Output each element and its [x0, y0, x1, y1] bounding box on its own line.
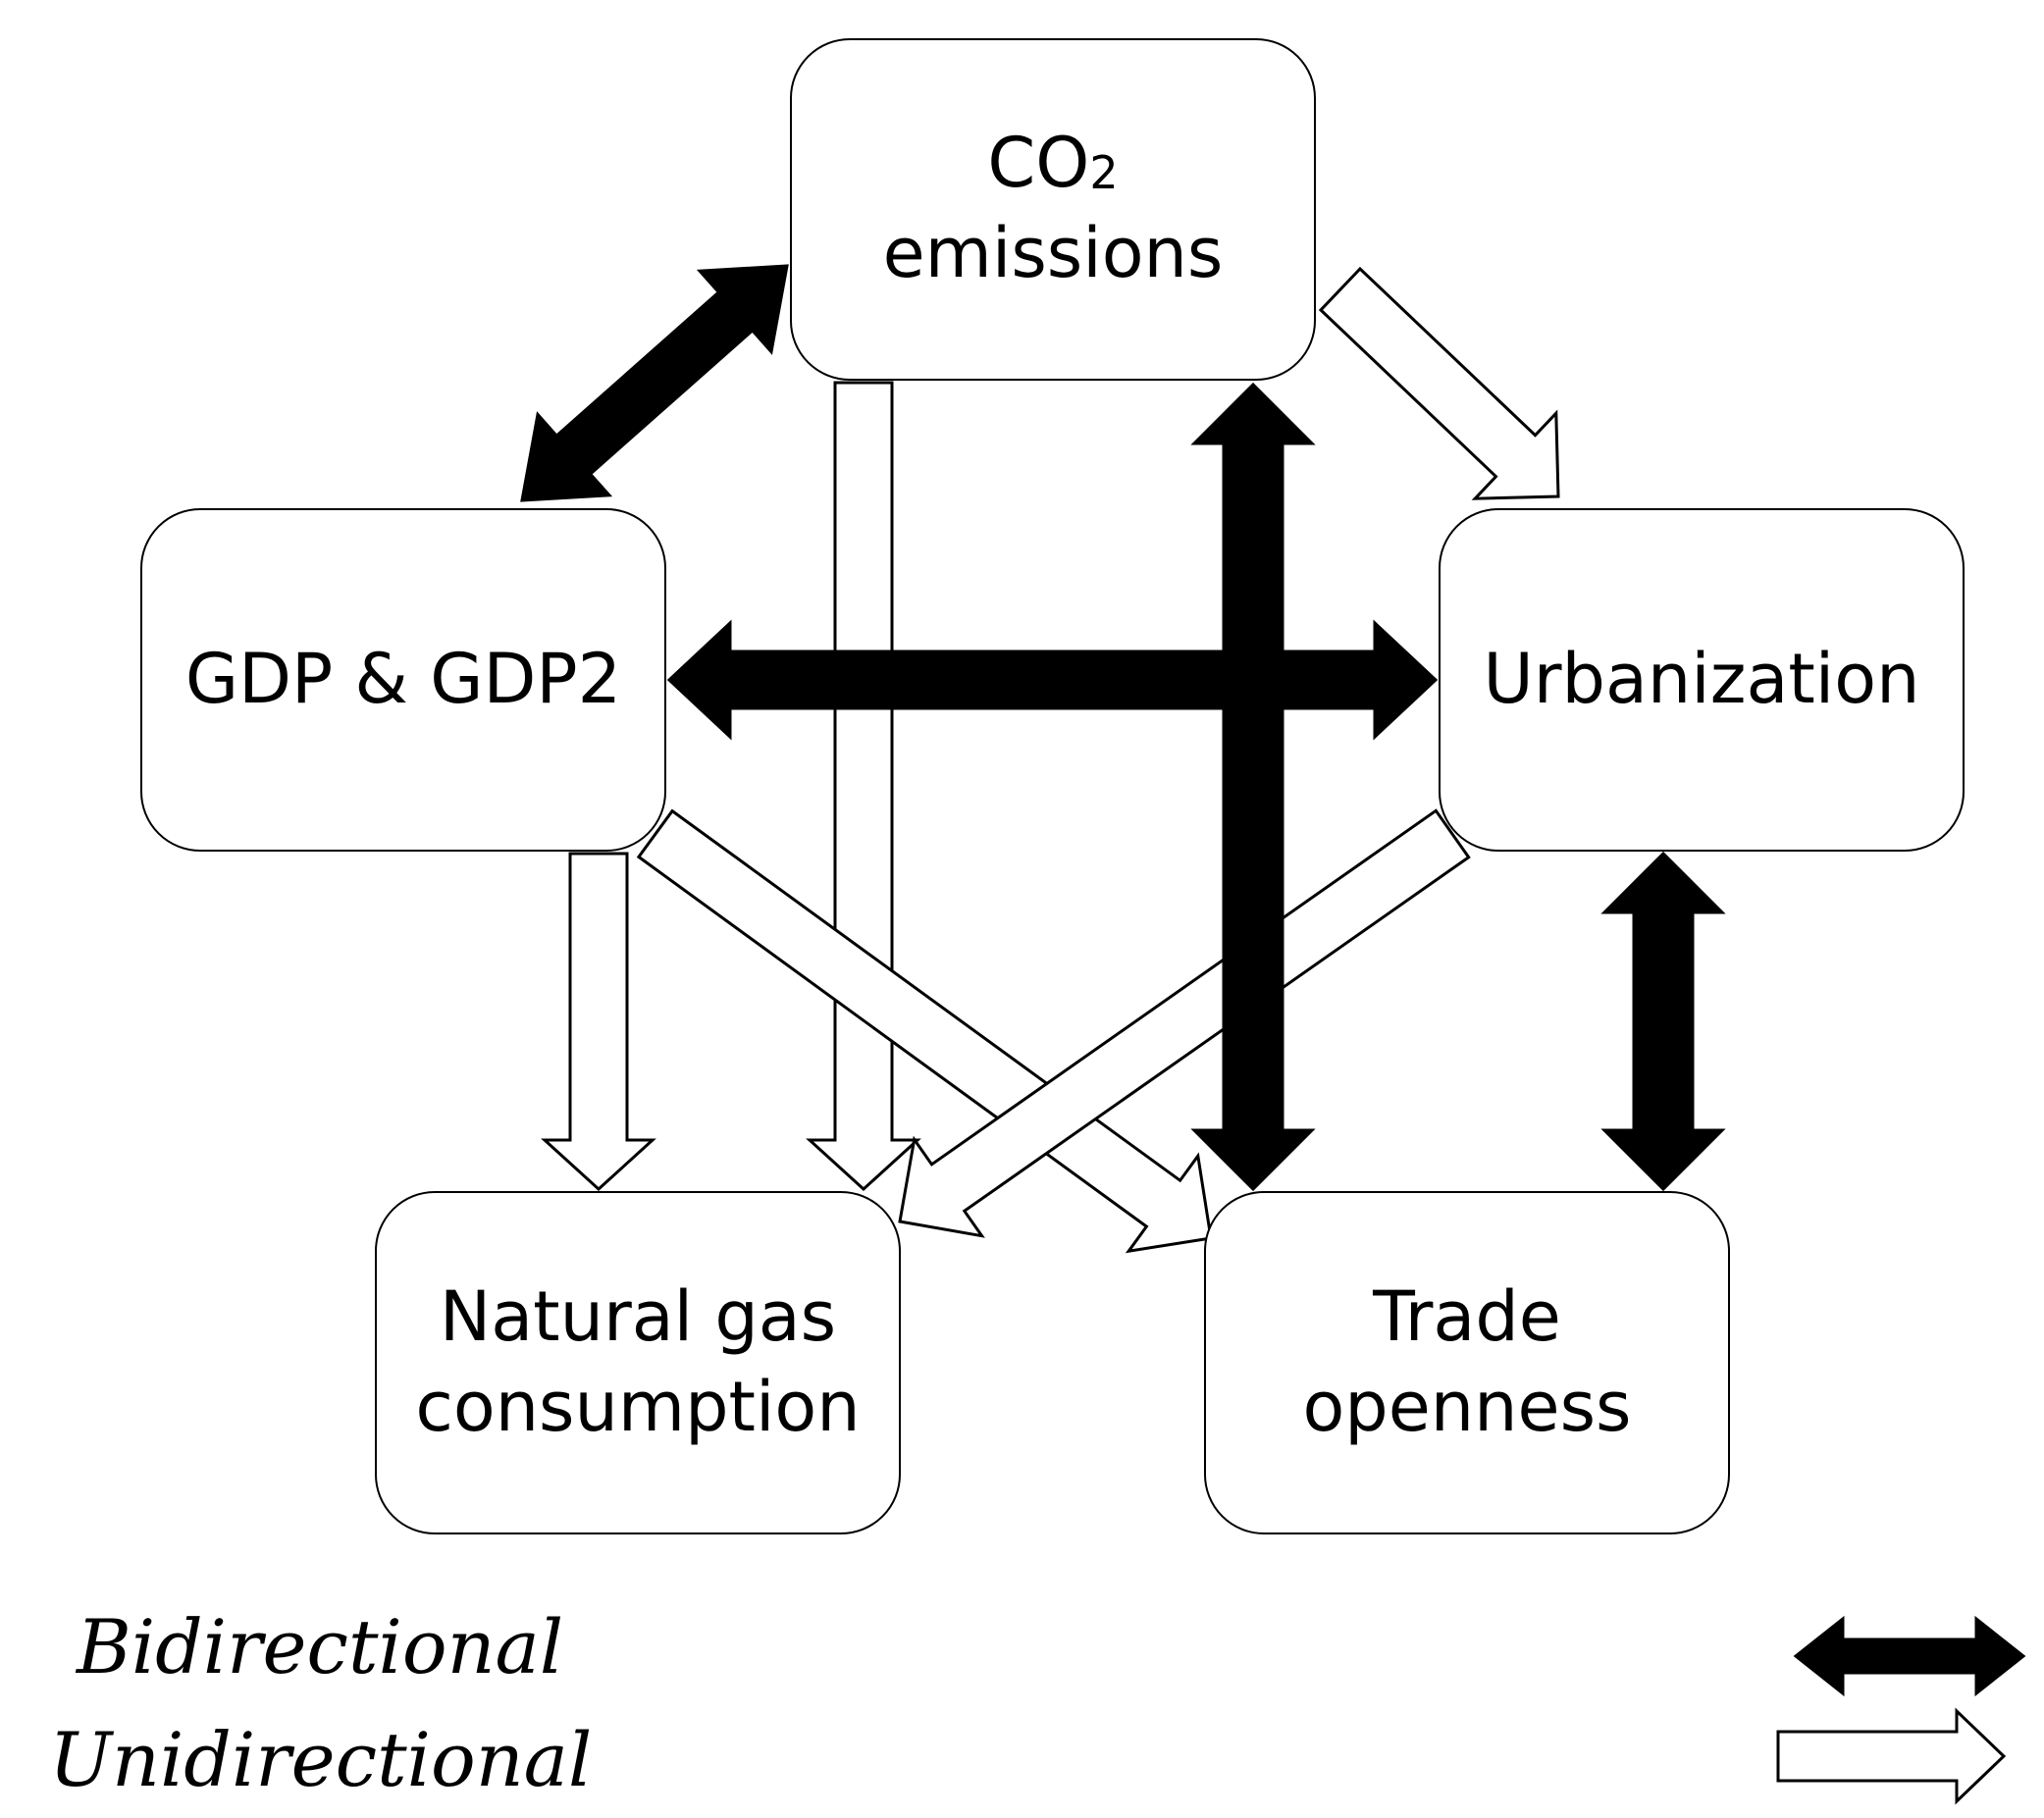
arrow-gdp-co2 [520, 264, 789, 502]
arrow-co2-to-natural-gas [806, 381, 921, 1192]
urbanization-label: Urbanization [1484, 639, 1920, 719]
arrow-urbanization-trade [1600, 851, 1726, 1192]
trade-label-line2: openness [1302, 1367, 1631, 1447]
legend-arrows [1776, 1615, 2026, 1805]
arrow-co2-to-urbanization [1318, 266, 1560, 500]
legend-unidirectional-arrow [1776, 1707, 2007, 1805]
arrow-co2-trade [1190, 382, 1316, 1192]
legend-bidirectional-arrow [1793, 1615, 2026, 1697]
arrow-urbanization-to-natural-gas [898, 808, 1471, 1238]
gdp-label: GDP & GDP2 [185, 639, 621, 719]
trade-label-line1: Trade [1372, 1276, 1561, 1357]
arrow-gdp-to-natural-gas [541, 852, 656, 1192]
node-natural-gas: Natural gas consumption [375, 1191, 901, 1534]
legend-bidirectional-label: Bidirectional [75, 1603, 563, 1690]
legend-unidirectional-label: Unidirectional [49, 1716, 592, 1803]
node-trade-openness: Trade openness [1204, 1191, 1730, 1534]
natural-gas-label-line1: Natural gas [440, 1276, 836, 1357]
node-co2-emissions: CO2 emissions [790, 38, 1316, 381]
co2-label-line2: emissions [883, 213, 1224, 293]
arrow-gdp-urbanization [666, 619, 1439, 741]
natural-gas-label-line2: consumption [415, 1367, 860, 1447]
arrow-gdp-to-trade [636, 808, 1213, 1254]
node-urbanization: Urbanization [1439, 508, 1965, 852]
legend: Bidirectional Unidirectional [49, 1603, 2026, 1805]
arrows-layer [520, 264, 1726, 1254]
node-gdp: GDP & GDP2 [140, 508, 666, 852]
co2-label-line1: CO2 [987, 123, 1118, 203]
